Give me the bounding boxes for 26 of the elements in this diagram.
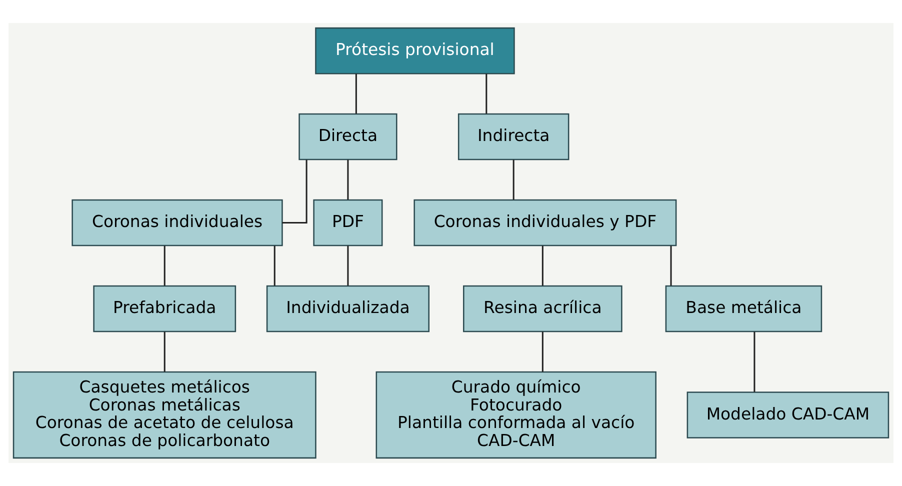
- connector: [512, 160, 514, 200]
- node-box: Directa: [298, 113, 398, 160]
- connector: [754, 332, 756, 392]
- node-box: Individualizada: [266, 285, 430, 332]
- node-box: Modelado CAD-CAM: [686, 392, 890, 438]
- node-box: Coronas individuales: [72, 199, 283, 246]
- connector: [164, 246, 166, 286]
- node-box: Casquetes metálicos Coronas metálicas Coronas de acetato de celulosa Coronas de policarbonato: [12, 371, 316, 459]
- node-box: PDF: [313, 199, 383, 246]
- connector: [486, 74, 488, 114]
- node-box: Coronas individuales y PDF: [414, 199, 677, 246]
- connector: [542, 246, 544, 286]
- connector: [347, 246, 349, 286]
- connector: [542, 332, 544, 372]
- node-box: Resina acrílica: [463, 285, 622, 332]
- node-box: Base metálica: [665, 285, 822, 332]
- connector: [355, 74, 357, 114]
- node-box: Prefabricada: [93, 285, 236, 332]
- node-box: Curado químico Fotocurado Plantilla conformada al vacío CAD-CAM: [376, 371, 656, 459]
- connector: [347, 160, 349, 200]
- connector: [274, 246, 276, 286]
- connector: [164, 332, 166, 372]
- node-box: Prótesis provisional: [315, 27, 515, 74]
- node-box: Indirecta: [458, 113, 570, 160]
- connector: [670, 246, 672, 286]
- connector: [282, 160, 308, 224]
